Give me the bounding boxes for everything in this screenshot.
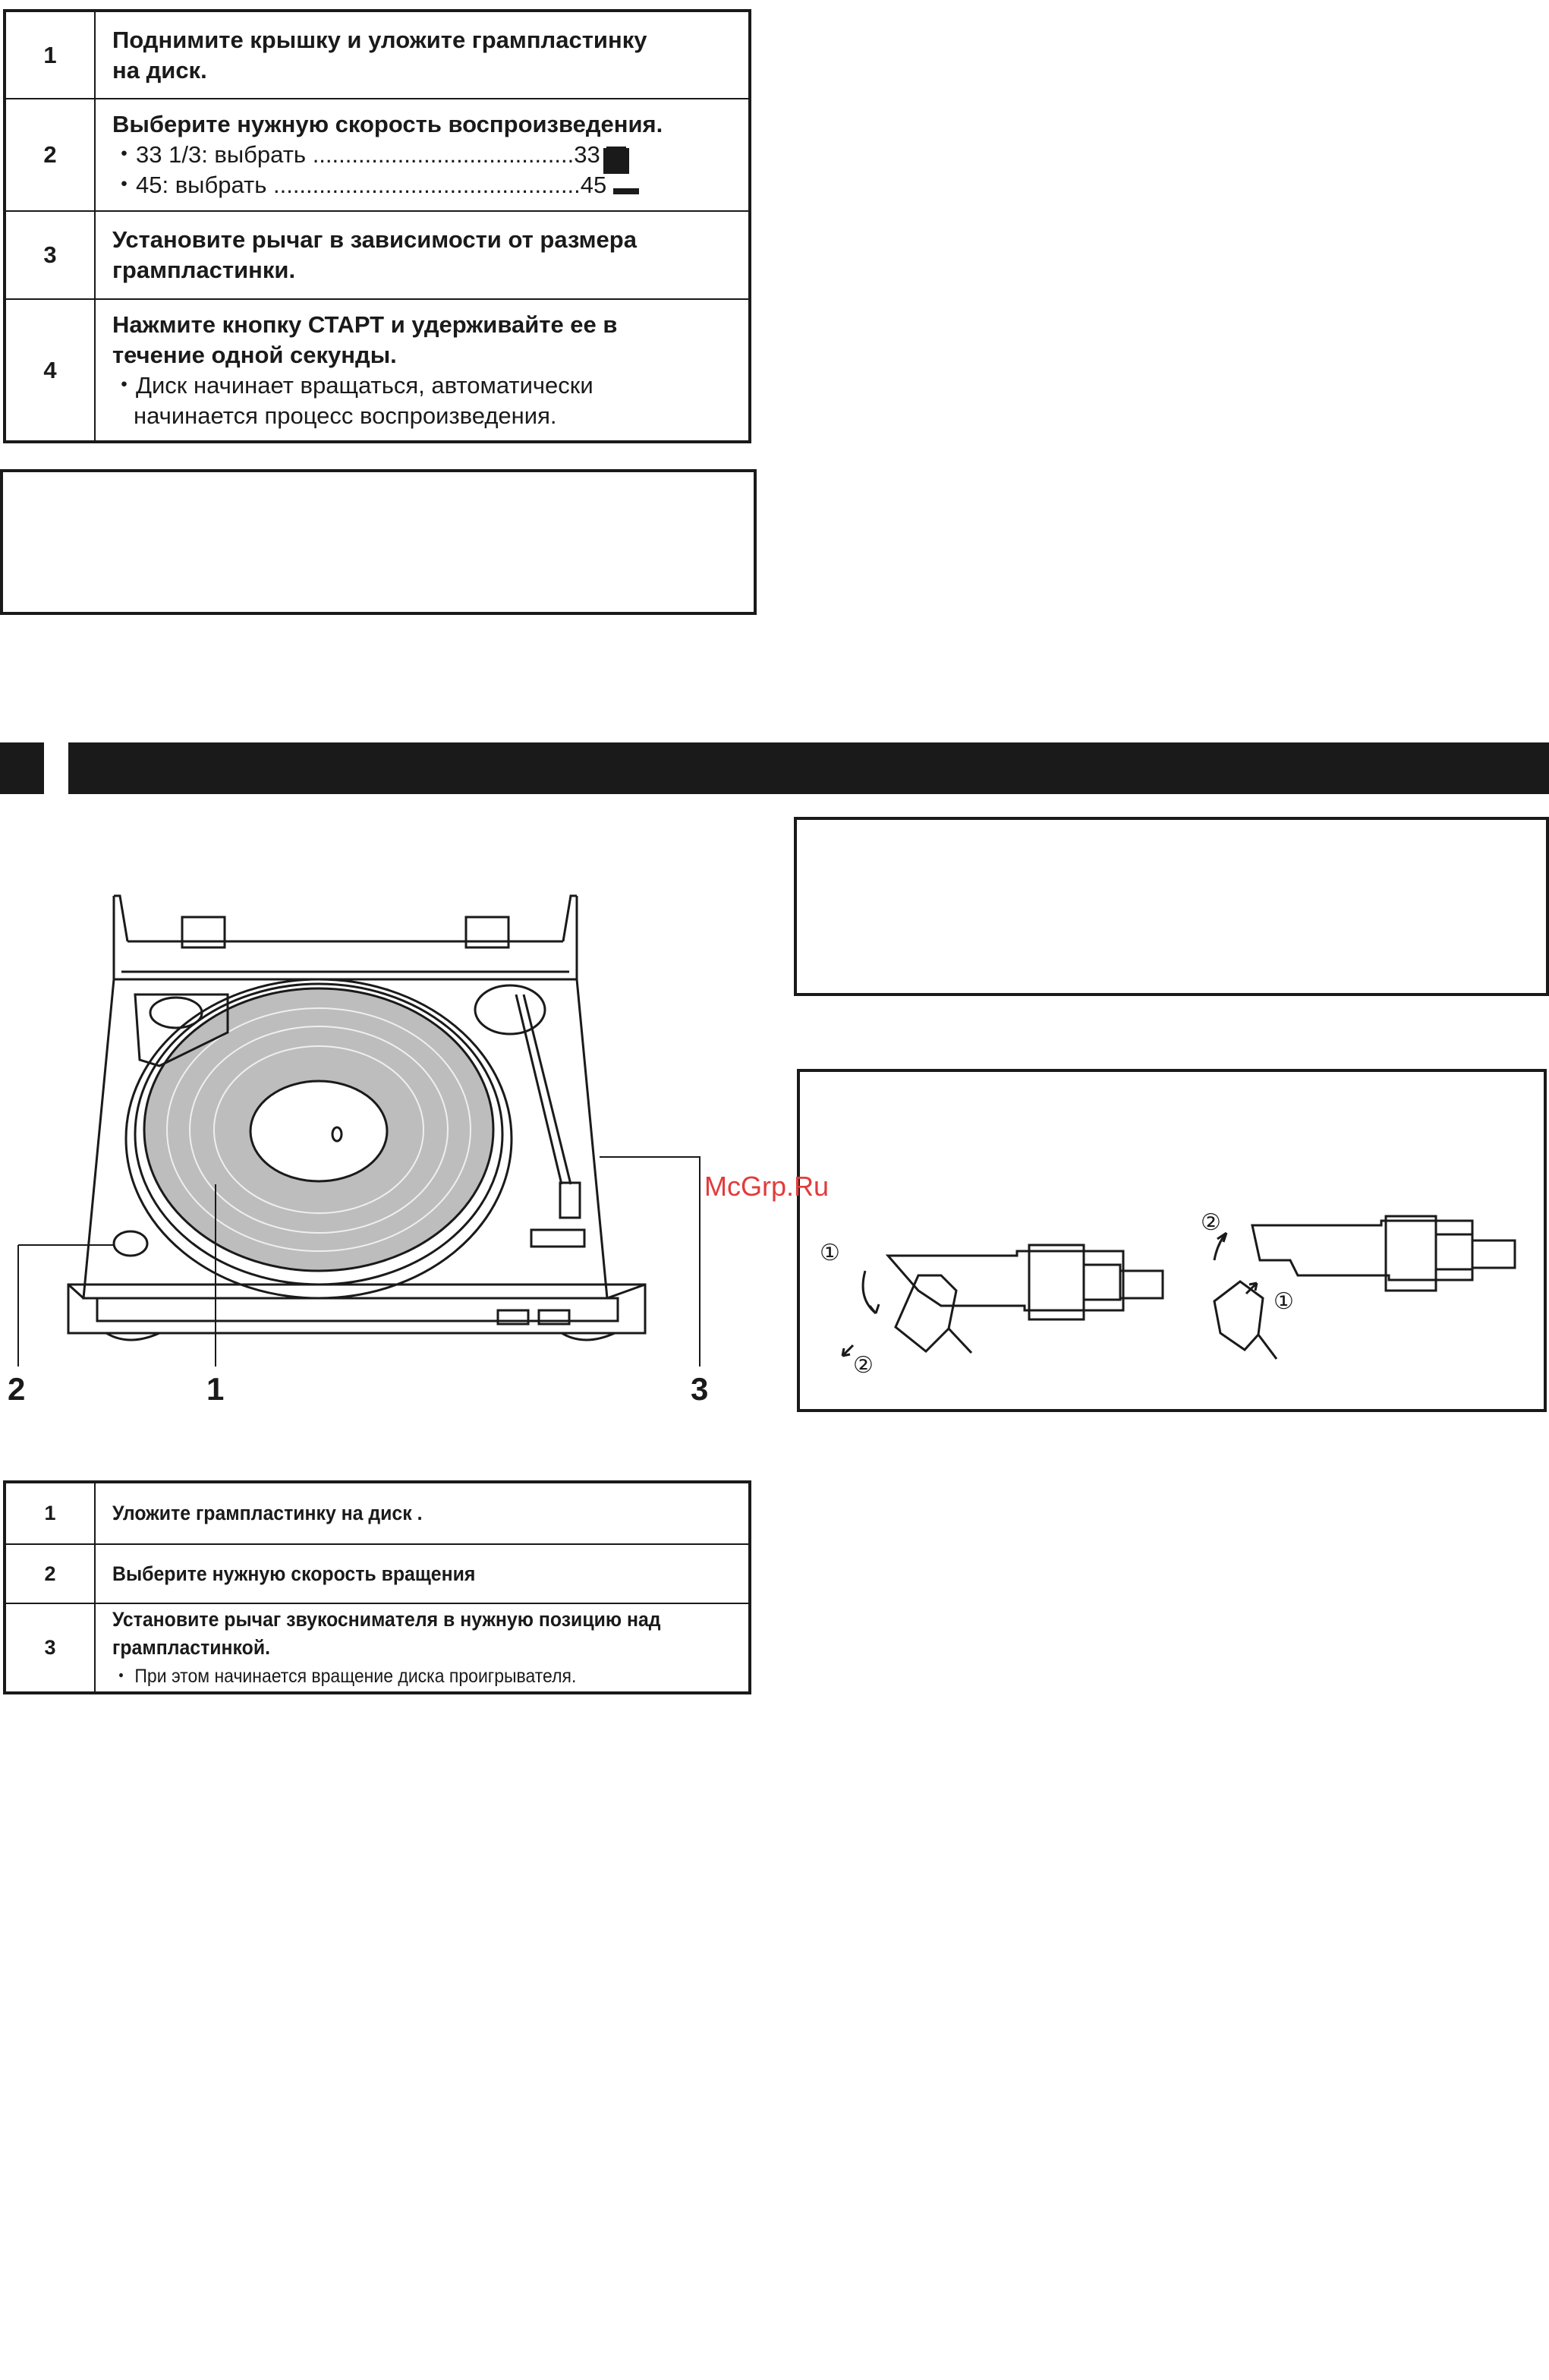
step-number: 2 [4,98,96,212]
cartridge-box [797,1069,1547,1412]
table-row: 1 Поднимите крышку и уложите грампластин… [4,10,751,99]
step-line: грампластинки. [112,257,296,283]
step-number: 1 [4,10,96,99]
step-circle-2: ② [853,1352,874,1379]
watermark: McGrp.Ru [704,1171,830,1202]
step-line: Поднимите крышку и уложите грампластинку [112,26,647,53]
step-line: Выберите нужную скорость вращения [112,1562,476,1585]
step-text: Установите рычаг в зависимости от размер… [94,210,751,300]
steps-table-auto-play: 1 Поднимите крышку и уложите грампластин… [3,9,751,443]
turntable-illustration: 2 1 3 [8,894,708,1407]
step-line: Установите рычаг в зависимости от размер… [112,226,637,253]
table-row: 2 Выберите нужную скорость вращения [4,1543,751,1604]
step-number: 3 [4,1603,96,1694]
step-number: 3 [4,210,96,300]
step-line: Выберите нужную скорость воспроизведения… [112,111,663,137]
step-line: Уложите грампластинку на диск . [112,1502,423,1524]
step-note: ・Диск начинает вращаться, автоматически [112,371,593,399]
step-text: Поднимите крышку и уложите грампластинку… [94,10,751,99]
speed-option-33: ・33 1/3: выбрать .......................… [112,140,733,170]
table-row: 2 Выберите нужную скорость воспроизведен… [4,98,751,212]
info-box [794,817,1549,996]
table-row: 3 Установите рычаг звукоснимателя в нужн… [4,1603,751,1694]
step-text: Нажмите кнопку СТАРТ и удерживайте ее в … [94,298,751,443]
step-number: 2 [4,1543,96,1604]
steps-table-manual-play: 1 Уложите грампластинку на диск . 2 Выбе… [3,1480,751,1694]
note-box [0,469,757,615]
step-circle-1: ① [820,1240,840,1266]
step-line: течение одной секунды. [112,341,397,368]
step-line: Нажмите кнопку СТАРТ и удерживайте ее в [112,311,618,338]
speed-option-45: ・45: выбрать ...........................… [112,170,733,200]
table-row: 4 Нажмите кнопку СТАРТ и удерживайте ее … [4,298,751,443]
step-line: на диск. [112,56,207,84]
cartridge-removal-illustration: ① ② ② ① [820,1209,1516,1379]
speed-button-45-icon [612,188,639,194]
section-heading-bar [68,742,1549,794]
table-row: 3 Установите рычаг в зависимости от разм… [4,210,751,300]
step-circle-2: ② [1201,1209,1221,1236]
step-note: начинается процесс воспроизведения. [134,402,557,429]
callout-1: 1 [206,1371,224,1407]
step-number: 1 [4,1481,96,1545]
step-number: 4 [4,298,96,443]
step-line: грампластинкой. [112,1635,271,1659]
step-circle-1: ① [1274,1288,1294,1315]
callout-3: 3 [691,1371,708,1407]
callout-2: 2 [8,1371,25,1407]
step-text: Выберите нужную скорость воспроизведения… [94,98,751,212]
step-text: Уложите грампластинку на диск . [94,1481,751,1545]
speed-button-33-icon [606,146,627,166]
step-text: Установите рычаг звукоснимателя в нужную… [94,1603,751,1694]
step-note: ・ При этом начинается вращение диска про… [112,1665,577,1687]
step-text: Выберите нужную скорость вращения [94,1543,751,1604]
section-number-block [0,742,44,794]
table-row: 1 Уложите грампластинку на диск . [4,1481,751,1545]
step-line: Установите рычаг звукоснимателя в нужную… [112,1607,661,1631]
